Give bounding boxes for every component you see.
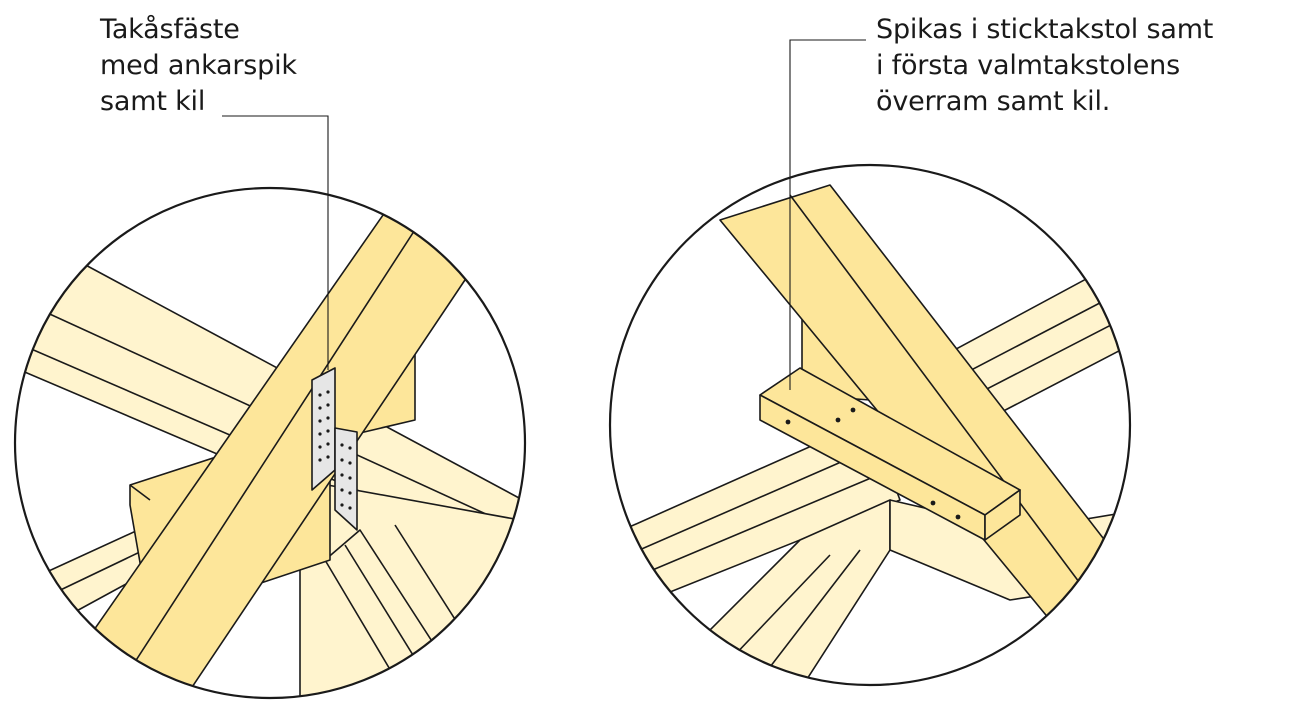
right-lower-left-member <box>610 419 901 621</box>
right-callout-text: Spikas i sticktakstol samt i första valm… <box>876 12 1213 120</box>
right-callout-line-3: överram samt kil. <box>876 86 1111 117</box>
left-lower-strut <box>299 479 525 698</box>
left-callout-line-3: samt kil <box>100 86 206 117</box>
right-detail <box>608 163 1132 687</box>
right-callout-line-1: Spikas i sticktakstol samt <box>876 14 1214 45</box>
right-callout-line-2: i första valmtakstolens <box>876 50 1180 81</box>
left-leader-line <box>222 115 329 370</box>
right-nailer <box>759 367 1021 541</box>
left-callout-text: Takåsfäste med ankarspik samt kil <box>100 12 297 120</box>
right-detail-circle <box>608 163 1132 687</box>
ridge-bracket <box>311 367 358 531</box>
left-detail <box>13 186 527 700</box>
left-callout-line-1: Takåsfäste <box>100 14 240 45</box>
left-detail-circle <box>13 186 527 700</box>
left-callout-line-2: med ankarspik <box>100 50 297 81</box>
right-leader-line <box>789 39 866 390</box>
